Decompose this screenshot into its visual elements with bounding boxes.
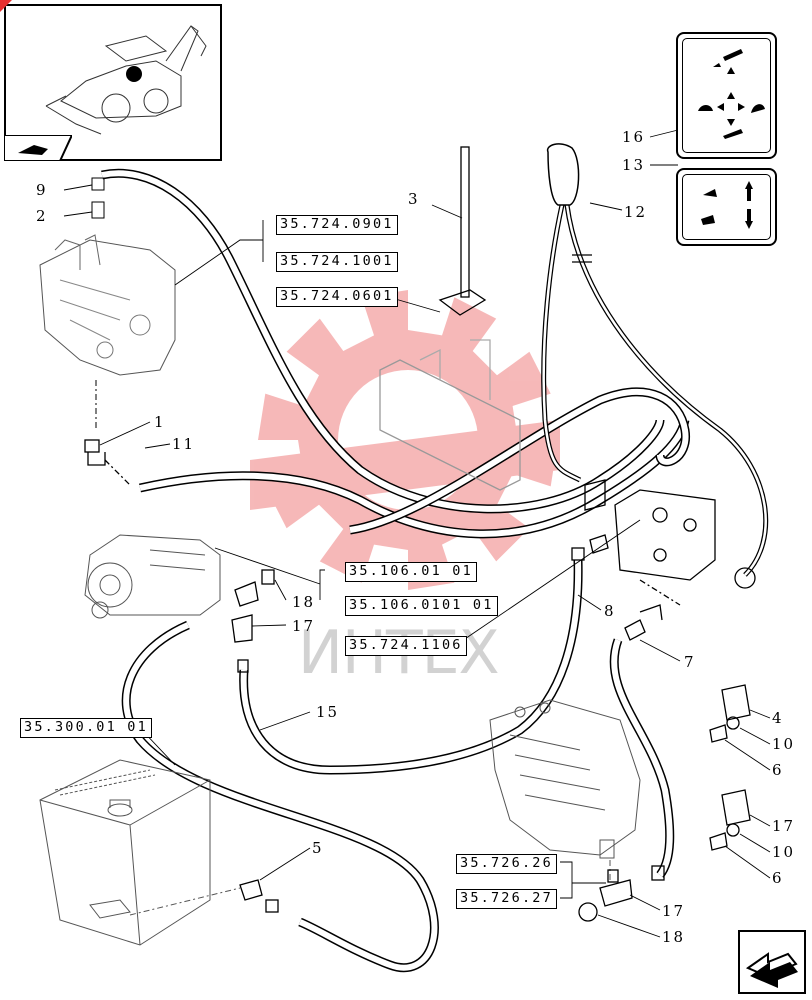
pilot-valve-block (584, 479, 756, 606)
next-page-arrow-icon[interactable] (738, 930, 806, 994)
callout-3: 3 (408, 190, 420, 208)
callout-5: 5 (312, 839, 324, 857)
ref-box-35-724-0901[interactable]: 35.724.0901 (276, 215, 398, 235)
callout-17-upper: 17 (292, 617, 316, 635)
callout-7: 7 (684, 653, 696, 671)
bracket-4-set (709, 684, 751, 743)
callout-1: 1 (154, 413, 166, 431)
callout-6-upper: 6 (772, 761, 784, 779)
tee-fitting-upper (231, 569, 275, 673)
ref-box-35-724-1106[interactable]: 35.724.1106 (345, 636, 467, 656)
callout-10-lower: 10 (772, 843, 796, 861)
hydraulic-pump (84, 534, 221, 619)
callout-17-lower: 17 (662, 902, 686, 920)
hose-11 (139, 418, 690, 539)
leader-lines (63, 129, 771, 938)
control-lever-3 (379, 146, 521, 491)
bracket-17-set (709, 789, 751, 851)
callout-10-upper: 10 (772, 735, 796, 753)
callout-6-lower: 6 (772, 869, 784, 887)
callout-2: 2 (36, 207, 48, 225)
control-valve-block (39, 177, 176, 430)
ref-box-35-726-27[interactable]: 35.726.27 (456, 889, 557, 909)
callout-11: 11 (172, 435, 196, 453)
callout-16: 16 (622, 128, 646, 146)
ref-box-35-300-01-01[interactable]: 35.300.01 01 (20, 718, 152, 738)
callout-9: 9 (36, 181, 48, 199)
corner-marker-icon (0, 0, 12, 12)
callout-15: 15 (316, 703, 340, 721)
callout-17-right: 17 (772, 817, 796, 835)
fitting-8 (571, 534, 663, 641)
hose-loop-upper (349, 387, 690, 535)
hose-7 (609, 638, 675, 878)
hydraulic-tank (39, 759, 241, 946)
tee-fitting-lower (578, 865, 665, 922)
hose-15 (121, 559, 583, 973)
joystick-12 (546, 143, 592, 263)
elbow-fitting-1 (84, 439, 131, 486)
callout-18-upper: 18 (292, 593, 316, 611)
page-flip-icon[interactable] (4, 135, 72, 161)
ref-box-35-724-0601[interactable]: 35.724.0601 (276, 287, 398, 307)
callout-18-lower: 18 (662, 928, 686, 946)
callout-4: 4 (772, 709, 784, 727)
loader-control-valve (489, 699, 641, 880)
hose-9 (101, 168, 665, 514)
ref-box-35-726-26[interactable]: 35.726.26 (456, 854, 557, 874)
control-pattern-decal-16 (676, 32, 777, 159)
watermark-gear-outline (258, 290, 558, 590)
control-pattern-decal-13 (676, 168, 777, 246)
fitting-5 (239, 879, 279, 913)
joystick-cable-12 (541, 204, 769, 577)
callout-12: 12 (624, 203, 648, 221)
ref-box-35-106-01-01[interactable]: 35.106.01 01 (345, 562, 477, 582)
callout-13: 13 (622, 156, 646, 174)
callout-8: 8 (604, 602, 616, 620)
ref-box-35-106-0101-01[interactable]: 35.106.0101 01 (345, 596, 498, 616)
ref-box-35-724-1001[interactable]: 35.724.1001 (276, 252, 398, 272)
